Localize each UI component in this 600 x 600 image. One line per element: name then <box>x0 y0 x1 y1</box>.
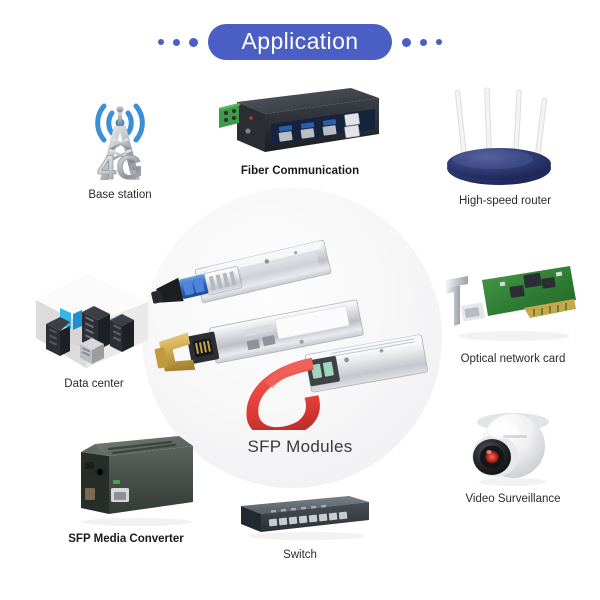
pci-network-card-icon <box>438 252 588 348</box>
node-label: Video Surveillance <box>465 493 561 505</box>
node-switch: Switch <box>218 492 382 563</box>
sfp-modules-group <box>150 215 450 439</box>
rack-switch-icon <box>225 492 375 544</box>
header-dots-left <box>157 37 198 47</box>
svg-text:4G: 4G <box>97 149 142 184</box>
node-label: High-speed router <box>458 195 552 207</box>
header-dots-right <box>402 37 443 47</box>
header-dot-icon <box>188 37 198 47</box>
header-dot-icon <box>157 39 164 45</box>
dome-camera-icon <box>447 402 579 488</box>
node-label: SFP Media Converter <box>68 533 184 545</box>
node-fiber-communication: Fiber Communication <box>205 82 395 179</box>
media-converter-icon <box>51 430 201 528</box>
cell-tower-4g-icon: 4G <box>60 84 180 187</box>
node-sfp-media-converter: SFP Media Converter <box>22 430 230 547</box>
node-data-center: Data center <box>14 268 174 392</box>
page-title: Application <box>207 23 393 61</box>
header-dot-icon <box>402 37 412 47</box>
node-video-surveillance: Video Surveillance <box>432 402 594 507</box>
center-label: SFP Modules <box>247 437 353 456</box>
node-optical-network-card: Optical network card <box>432 252 594 367</box>
node-high-speed-router: High-speed router <box>422 80 588 209</box>
duplex-lc-sfp <box>151 240 332 304</box>
header: Application <box>0 23 600 61</box>
node-label: Switch <box>283 549 317 561</box>
node-label: Base station <box>88 189 152 201</box>
node-label: Data center <box>64 378 124 390</box>
header-dot-icon <box>172 38 180 46</box>
wifi-router-icon <box>441 80 569 190</box>
node-label: Fiber Communication <box>240 165 360 177</box>
node-label: Optical network card <box>460 353 566 365</box>
qsfp-module <box>246 334 428 439</box>
data-center-room-icon <box>24 268 164 373</box>
copper-rj45-sfp <box>154 299 364 372</box>
header-dot-icon <box>420 38 428 46</box>
node-base-station: 4G Base station <box>36 84 204 203</box>
header-dot-icon <box>436 39 443 45</box>
industrial-fiber-switch-icon <box>215 82 385 160</box>
